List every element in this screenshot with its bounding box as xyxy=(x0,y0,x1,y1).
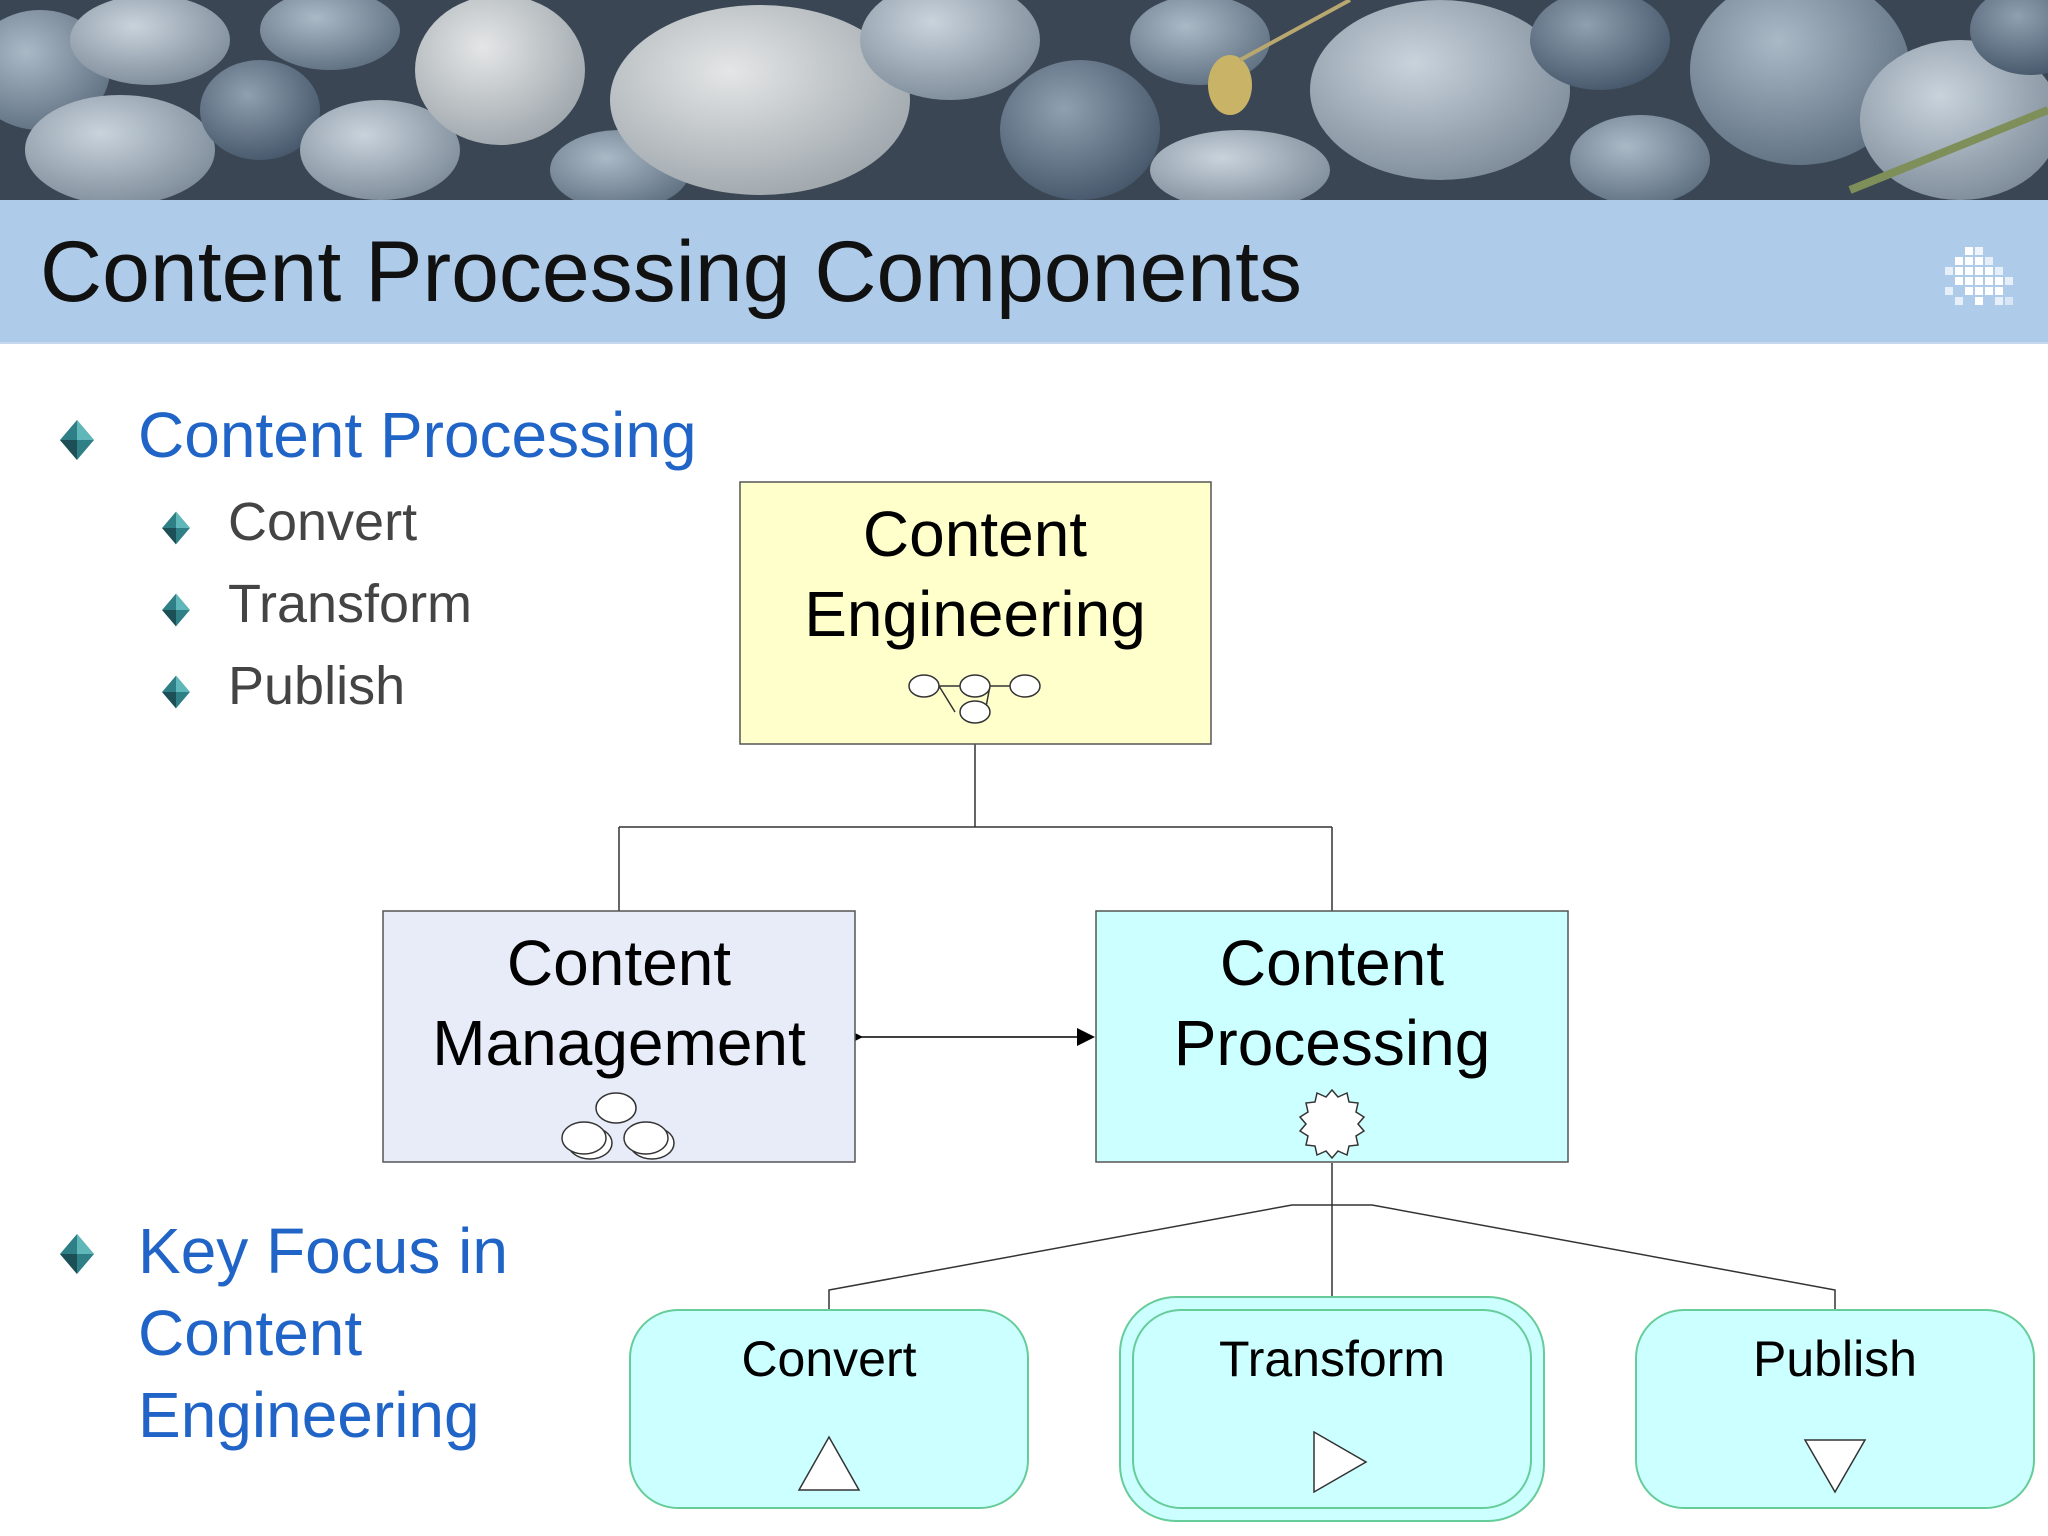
diamond-bullet-icon xyxy=(162,511,190,545)
node-content-engineering-line-2: Engineering xyxy=(804,578,1146,650)
slide-title: Content Processing Components xyxy=(40,224,1303,320)
leaf-node-convert: Convert xyxy=(629,1309,1029,1509)
bullet-key-focus-line-3: Engineering xyxy=(138,1379,480,1451)
triangle-up-icon xyxy=(797,1435,861,1491)
bullet-key-focus-line-1: Key Focus in xyxy=(138,1215,508,1287)
sub-bullet-publish: Publish xyxy=(228,656,406,716)
diamond-bullet-icon xyxy=(162,593,190,627)
leaf-node-publish: Publish xyxy=(1635,1309,2035,1509)
sub-bullet-transform: Transform xyxy=(228,574,473,634)
node-content-processing-line-1: Content xyxy=(1220,927,1444,999)
sub-bullet-convert: Convert xyxy=(228,492,418,552)
triangle-right-icon xyxy=(1313,1430,1368,1494)
stacked-circles-icon xyxy=(561,1092,675,1160)
gear-icon xyxy=(1298,1088,1366,1160)
bullet-content-processing: Content Processing xyxy=(138,399,697,471)
triangle-down-icon xyxy=(1803,1439,1867,1494)
diamond-bullet-icon xyxy=(162,675,190,709)
leaf-node-transform: Transform xyxy=(1119,1296,1545,1522)
diamond-bullet-icon xyxy=(60,1234,94,1274)
leaf-node-publish-label: Publish xyxy=(1753,1331,1917,1387)
node-content-management-line-1: Content xyxy=(507,927,731,999)
node-content-management-line-2: Management xyxy=(432,1007,806,1079)
node-content-processing: Content Processing xyxy=(1095,910,1569,1163)
leaf-node-convert-label: Convert xyxy=(741,1331,916,1387)
node-content-processing-line-2: Processing xyxy=(1174,1007,1491,1079)
title-bar xyxy=(0,200,2048,344)
workflow-icon xyxy=(908,674,1041,724)
leaf-node-transform-label: Transform xyxy=(1219,1331,1445,1387)
tree-connectors xyxy=(618,744,1836,1310)
node-content-engineering-line-1: Content xyxy=(863,498,1087,570)
diamond-bullet-icon xyxy=(60,420,94,460)
node-content-engineering: Content Engineering xyxy=(739,481,1212,745)
node-content-management: Content Management xyxy=(382,910,856,1163)
bullet-key-focus-line-2: Content xyxy=(138,1297,363,1369)
grid-logo-icon xyxy=(1945,247,2013,305)
pebble-banner-image xyxy=(0,0,2048,200)
